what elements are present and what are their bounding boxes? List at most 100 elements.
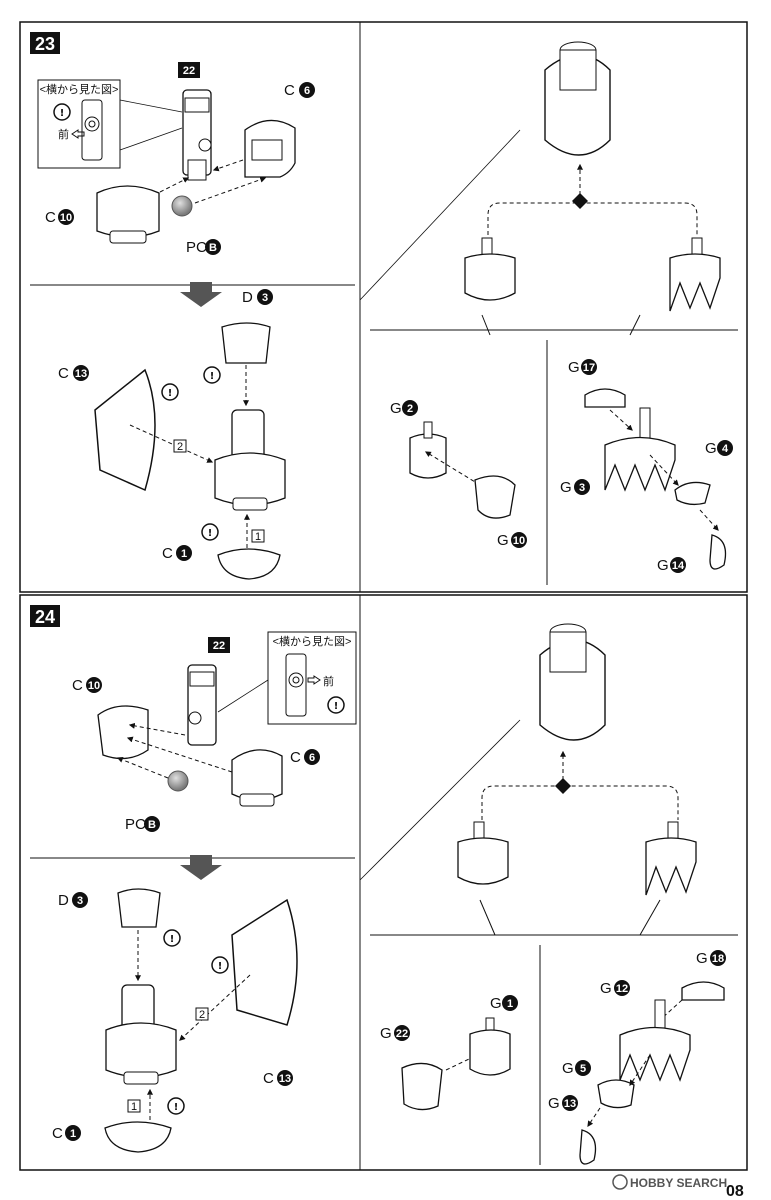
hand-assembly [539,623,606,741]
label-g4: G 4 [705,440,733,457]
svg-text:G: G [390,400,402,417]
svg-text:!: ! [210,371,215,382]
svg-text:G: G [548,1095,560,1112]
svg-text:B: B [209,242,217,254]
step-number-badge: 24 [30,605,60,627]
assembled-body [105,984,177,1085]
closed-fist-option [464,237,516,301]
svg-text:5: 5 [580,1063,586,1075]
side-view-title: <横から見た図> [273,634,352,648]
svg-text:3: 3 [262,292,268,304]
svg-text:PC: PC [186,239,207,256]
open-claw-option [645,821,697,896]
svg-text:B: B [148,819,156,831]
caution-icon [203,366,221,384]
svg-text:1: 1 [507,998,513,1010]
svg-text:2: 2 [199,1009,205,1021]
svg-text:18: 18 [712,953,724,965]
torso-frame-part [187,664,217,746]
label-c10: C 10 [45,209,74,226]
label-g17: G 17 [568,359,597,376]
step-number: 24 [35,607,55,627]
next-stage-arrow [180,282,222,307]
svg-text:13: 13 [279,1073,291,1085]
svg-text:G: G [497,532,509,549]
svg-text:G: G [696,950,708,967]
side-view-inset: <横から見た図> 前 ! [217,631,357,725]
svg-text:!: ! [170,934,175,945]
closed-fist-option [457,821,509,885]
svg-text:2: 2 [407,403,413,415]
svg-text:6: 6 [309,752,315,764]
order-badge-1 [251,529,265,543]
part-c1-cap [217,548,281,580]
svg-text:1: 1 [70,1128,76,1140]
label-g12: G 12 [600,980,630,997]
svg-text:22: 22 [396,1028,408,1040]
svg-text:10: 10 [88,680,100,692]
part-d3 [117,888,161,928]
svg-text:1: 1 [255,531,261,543]
svg-text:G: G [560,479,572,496]
order-badge-1 [127,1099,141,1113]
caution-icon [327,696,345,714]
part-g2 [409,433,447,479]
svg-text:3: 3 [579,482,585,494]
torso-frame-part [182,89,212,181]
part-g1 [469,1029,511,1076]
svg-text:17: 17 [583,362,595,374]
svg-text:!: ! [174,1102,179,1113]
svg-text:C: C [72,677,83,694]
page-number: 08 [726,1183,744,1200]
caution-icon [201,523,219,541]
label-d3: D 3 [242,289,273,306]
label-c1: C 1 [52,1125,81,1142]
polycap-ball [171,195,193,217]
part-c6 [244,119,296,178]
step-24-section: 24 22 <横から見た図> 前 ! C 10 [19,594,748,1171]
part-g4 [674,481,711,506]
hand-assembly [544,41,611,156]
left-arrow-icon [71,129,85,139]
svg-text:G: G [657,557,669,574]
svg-text:G: G [600,980,612,997]
svg-text:1: 1 [131,1101,137,1113]
svg-text:6: 6 [304,85,310,97]
caution-icon [167,1097,185,1115]
part-g10 [474,475,516,519]
caution-icon [211,956,229,974]
svg-text:G: G [705,440,717,457]
watermark-logo-icon [612,1174,628,1190]
part-c10 [97,705,149,760]
label-g10: G 10 [497,532,527,549]
part-c6 [231,749,283,801]
svg-text:!: ! [208,528,213,539]
svg-text:4: 4 [722,443,729,455]
label-c13: C 13 [58,365,89,382]
order-badge-2 [173,439,187,453]
svg-text:C: C [52,1125,63,1142]
label-d3: D 3 [58,892,88,909]
svg-text:C: C [45,209,56,226]
step-23-frame [19,21,748,593]
part-g3-claw [604,407,676,492]
assembled-body [214,409,286,511]
part-22-badge: 22 [178,62,200,78]
svg-text:D: D [58,892,69,909]
label-c10: C 10 [72,677,102,694]
part-c1-cap [104,1121,172,1153]
polycap-ball [167,770,189,792]
label-g5: G 5 [562,1060,591,1077]
svg-text:D: D [242,289,253,306]
step-23-section: 23 <横から見た図> ! 前 22 [19,21,748,593]
part-22-badge: 22 [208,637,230,653]
svg-text:12: 12 [616,983,628,995]
svg-text:!: ! [60,108,65,119]
svg-text:1: 1 [181,548,187,560]
svg-text:HOBBY SEARCH: HOBBY SEARCH [630,1176,727,1190]
label-g14: G 14 [657,557,686,574]
label-g2: G 2 [390,400,418,417]
part-g12-claw [619,999,691,1082]
svg-text:C: C [58,365,69,382]
svg-text:G: G [568,359,580,376]
